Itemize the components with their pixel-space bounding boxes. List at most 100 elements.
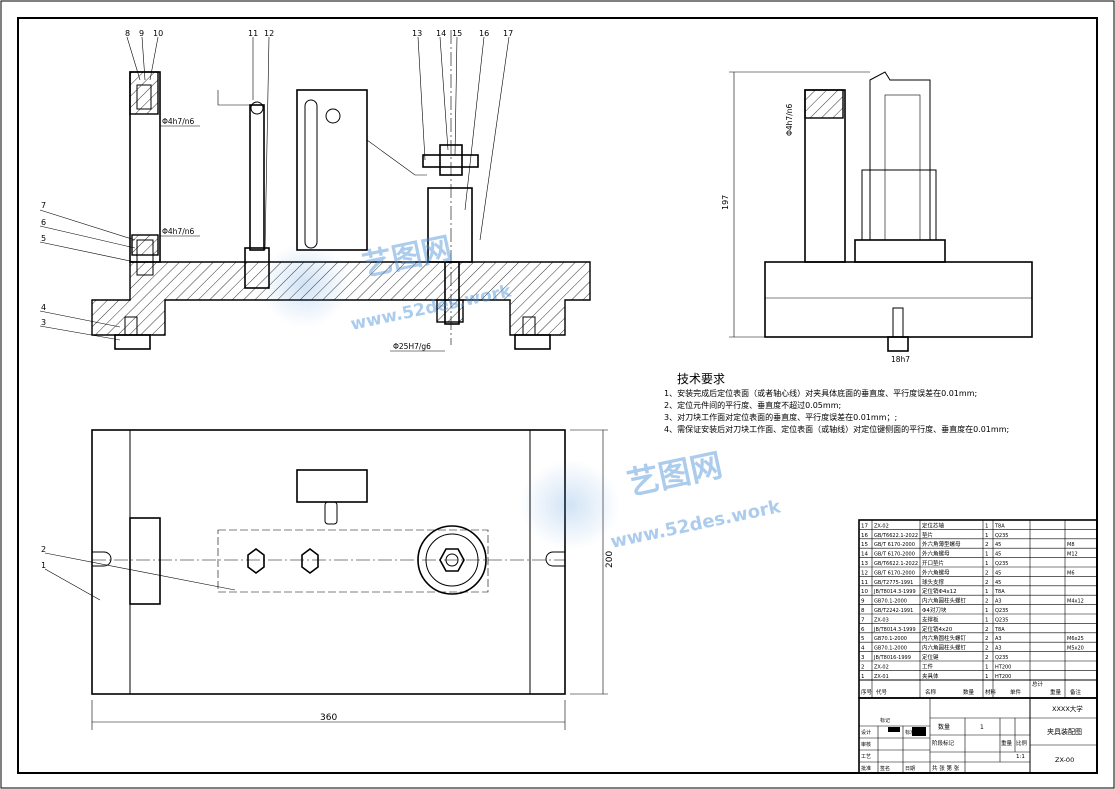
tb-mark: 标记 (880, 717, 890, 724)
bom-cell: 支撑板 (922, 615, 939, 623)
bom-header-cell: 单件 (1010, 688, 1022, 696)
bom-cell: 内六角圆柱头螺钉 (922, 634, 967, 642)
hole (325, 108, 341, 124)
balloon: 7 (41, 201, 46, 210)
bom-header-cell: 材料 (985, 688, 997, 696)
sheet-label: 共 张 第 张 (932, 764, 960, 772)
bom-cell: 5 (861, 636, 865, 642)
balloon: 16 (479, 29, 489, 38)
balloon: 10 (153, 29, 163, 38)
tech-item: 4、需保证安装后对刀块工作面、定位表面（或轴线）对定位键侧面的平行度、垂直度在0… (664, 424, 1009, 434)
bom-cell: 1 (985, 561, 989, 567)
bom-cell: 1 (985, 674, 989, 680)
bom-cell: 工件 (922, 662, 934, 670)
watermark-url: www.52des.work (609, 496, 784, 553)
bom-cell: Q235 (995, 561, 1008, 567)
top-hex-nut (247, 548, 265, 574)
bom-cell: M6x25 (1067, 636, 1084, 642)
bom-cell: 夹具体 (922, 672, 939, 680)
balloon: 6 (41, 218, 46, 227)
bom-cell: 2 (985, 580, 989, 586)
bom-cell: GB/T 6170-2000 (874, 570, 915, 576)
bom-cell: 1 (985, 533, 989, 539)
screw-lower (136, 239, 154, 276)
bom-cell: T8A (994, 589, 1005, 595)
bom-cell: 定位销4x20 (922, 625, 953, 633)
scale-value: 1:1 (1016, 754, 1025, 760)
bom-cell: 外六角螺母 (922, 550, 950, 558)
bom-cell: 13 (861, 561, 868, 567)
locating-pin-top (136, 84, 152, 110)
workpiece-outline (217, 90, 250, 106)
balloon: 12 (264, 29, 274, 38)
drawing-name: 夹具装配图 (1047, 727, 1082, 736)
bom-header-cell: 序号 (861, 688, 873, 696)
nut-bottom (436, 299, 464, 323)
bom-cell: 45 (995, 570, 1001, 576)
u-slot-right (545, 551, 565, 567)
balloon: 1 (41, 561, 46, 570)
bom-cell: 3 (861, 655, 865, 661)
tech-item: 1、安装完成后定位表面（或者轴心线）对夹具体底面的垂直度、平行度误差在0.01m… (664, 388, 977, 398)
bom-cell: 7 (861, 617, 865, 623)
bom-cell: M6 (1067, 570, 1075, 576)
bom-cell: GB/T 6170-2000 (874, 552, 915, 558)
bom-cell: Q235 (995, 533, 1008, 539)
bom-cell: GB70.1-2000 (874, 636, 907, 642)
fit-annotation: Φ4h7/n6 (162, 117, 194, 126)
balloons-top: 8 9 10 11 12 13 14 15 16 17 (125, 29, 513, 38)
scale-label: 比例 (1016, 739, 1028, 747)
bom-cell: 外六角薄型螺母 (922, 540, 961, 548)
bom-cell: A3 (995, 599, 1002, 605)
bom-cell: 1 (861, 674, 865, 680)
bom-cell: 8 (861, 608, 865, 614)
tb-row: 批准 (861, 765, 871, 772)
bom-cell: 1 (985, 523, 989, 529)
balloon: 9 (139, 29, 144, 38)
tool-setting-block (129, 71, 159, 115)
bom-cell: 17 (861, 523, 868, 529)
inner-frame (17, 17, 1098, 774)
key-screw-left (124, 316, 138, 336)
bom-cell: M8 (1067, 542, 1075, 548)
phase-label: 阶段标记 (932, 739, 955, 747)
side-base (764, 261, 1033, 338)
tech-item: 2、定位元件间的平行度、垂直度不超过0.05mm; (664, 400, 841, 410)
bom-cell: 45 (995, 580, 1001, 586)
bom-cell: 1 (985, 664, 989, 670)
bom-cell: 定位销Φ4x12 (922, 587, 957, 595)
side-height-dim: 197 (721, 195, 730, 210)
top-workpiece-plate (296, 469, 368, 503)
bom-cell: 垫片 (922, 531, 933, 539)
side-tool-block (804, 89, 844, 119)
balloon: 2 (41, 545, 46, 554)
side-workpiece (869, 71, 931, 241)
bom-header-cell: 代号 (876, 688, 888, 696)
bom-header: 序号代号名称数量材料单件总计重量备注 (861, 680, 1082, 696)
bom-cell: 10 (861, 589, 868, 595)
bom-cell: A3 (995, 646, 1002, 652)
bom-cell: ZX-03 (874, 617, 889, 623)
bom-cell: 定位键 (922, 653, 939, 661)
balloon: 11 (248, 29, 258, 38)
bom-cell: HT200 (995, 664, 1011, 670)
bom-cell: 12 (861, 570, 868, 576)
ball-head (250, 101, 264, 115)
bom-cell: JB/T8014.3-1999 (873, 589, 916, 595)
bom-cell: 11 (861, 580, 868, 586)
top-view (91, 429, 608, 730)
weight-label: 重量 (1001, 739, 1013, 747)
tb-std: 标准化 (905, 729, 920, 736)
bom-cell: GB/T6622.1-2022 (874, 533, 918, 539)
bom-cell: M5x20 (1067, 646, 1084, 652)
bom-cell: 2 (985, 570, 989, 576)
washer (422, 154, 479, 168)
bom-cell: 9 (861, 599, 865, 605)
